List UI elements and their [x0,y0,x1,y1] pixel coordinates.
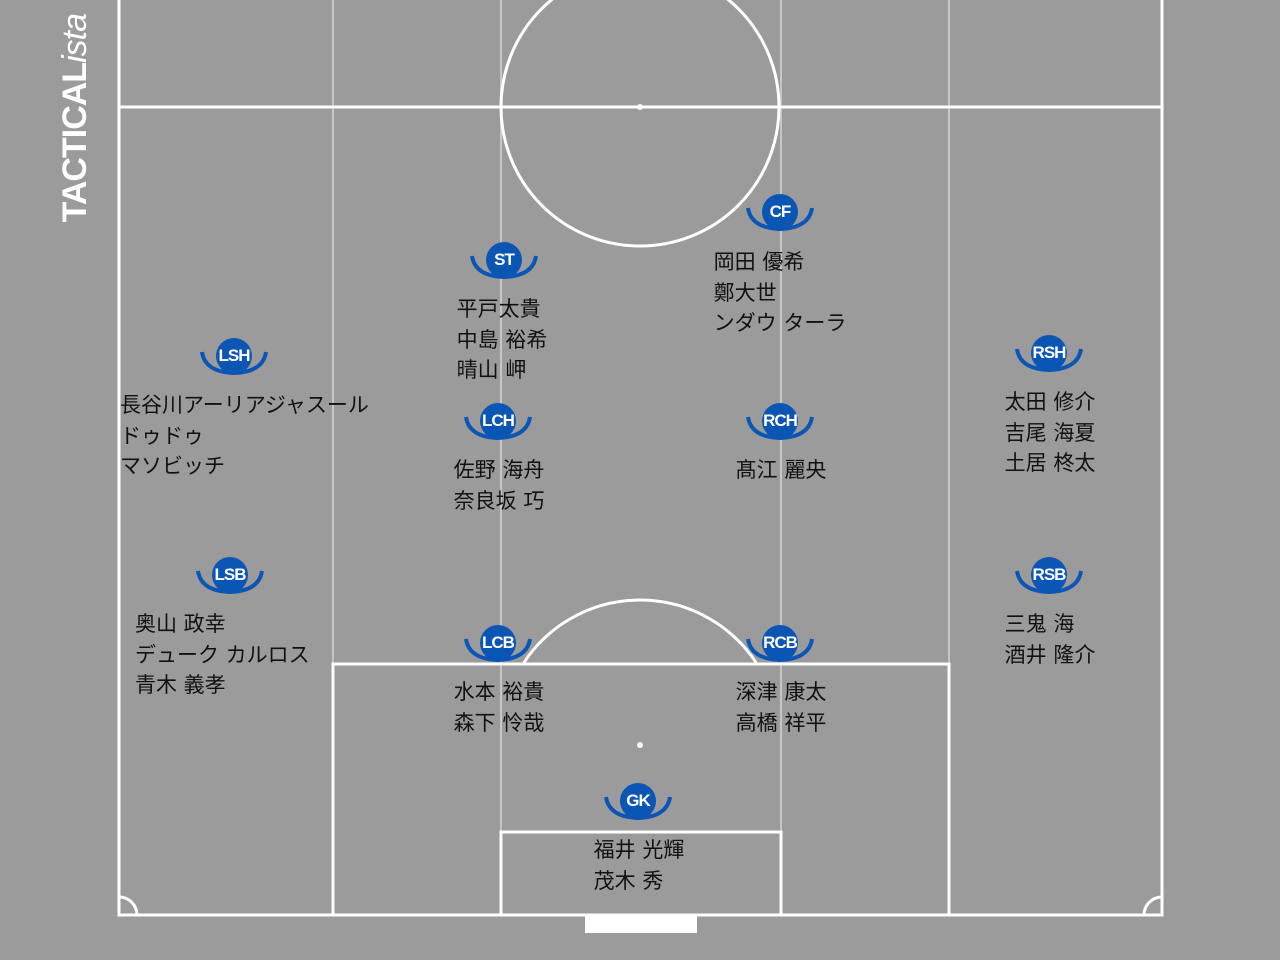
player-names-lcb: 水本 裕貴森下 怜哉 [454,677,545,738]
position-badge-st: ST [486,242,522,278]
player-name: 水本 裕貴 [453,680,545,704]
player-names-lsh: 長谷川アーリアジャスールドゥドゥマソビッチ [120,390,369,482]
player-names-rch: 髙江 麗央 [736,455,827,486]
player-names-cf: 岡田 優希鄭大世ンダウ ターラ [714,247,847,339]
player-name: 佐野 海舟 [453,458,545,482]
player-name: 長谷川アーリアジャスール [120,393,369,417]
player-name: 深津 康太 [735,680,827,704]
position-badge-cf: CF [762,194,798,230]
player-names-rsh: 太田 修介吉尾 海夏土居 柊太 [1005,387,1096,479]
tacticalista-logo: TACTICALista [56,14,94,223]
player-name: 土居 柊太 [1004,451,1096,475]
corner-arc-right [1142,895,1163,916]
player-names-st: 平戸太貴中島 裕希晴山 岬 [457,294,548,386]
player-names-lch: 佐野 海舟奈良坂 巧 [454,455,545,516]
player-name: ンダウ ターラ [713,311,847,335]
penalty-arc [521,598,759,665]
player-name: 福井 光輝 [593,838,685,862]
position-badge-gk: GK [620,783,656,819]
position-badge-rsh: RSH [1031,335,1067,371]
center-spot [637,104,643,110]
player-name: 中島 裕希 [456,327,548,352]
player-name: 高橋 祥平 [735,710,827,735]
position-badge-rch: RCH [762,403,798,439]
player-name: 青木 義孝 [135,673,226,697]
player-name: 森下 怜哉 [453,710,545,735]
player-name: 太田 修介 [1004,390,1096,414]
player-name: ドゥドゥ [120,423,204,448]
player-name: 三鬼 海 [1004,612,1075,636]
penalty-spot [637,742,643,748]
lane-guides [332,0,950,915]
position-badge-lcb: LCB [480,625,516,661]
player-name: 鄭大世 [713,280,777,305]
player-name: 酒井 隆介 [1004,642,1096,667]
player-names-gk: 福井 光輝茂木 秀 [594,835,685,896]
position-badge-lch: LCH [480,403,516,439]
player-names-rsb: 三鬼 海酒井 隆介 [1005,609,1096,670]
corner-arc-left [118,895,139,916]
player-name: 平戸太貴 [456,297,541,321]
player-name: 茂木 秀 [593,868,664,893]
player-name: デューク カルロス [135,642,310,667]
position-badge-rsb: RSB [1031,557,1067,593]
player-name: 晴山 岬 [456,358,527,382]
player-name: 奈良坂 巧 [453,488,545,513]
player-names-lsb: 奥山 政幸デューク カルロス青木 義孝 [135,609,310,701]
player-names-rcb: 深津 康太高橋 祥平 [736,677,827,738]
player-name: マソビッチ [120,454,225,478]
player-name: 岡田 優希 [713,250,805,274]
center-circle [499,0,781,248]
goal [585,915,697,933]
position-badge-rcb: RCB [762,625,798,661]
player-name: 吉尾 海夏 [1004,420,1096,445]
position-badge-lsb: LSB [212,557,248,593]
player-name: 奥山 政幸 [135,612,226,636]
player-name: 髙江 麗央 [735,458,827,482]
position-badge-lsh: LSH [216,338,252,374]
